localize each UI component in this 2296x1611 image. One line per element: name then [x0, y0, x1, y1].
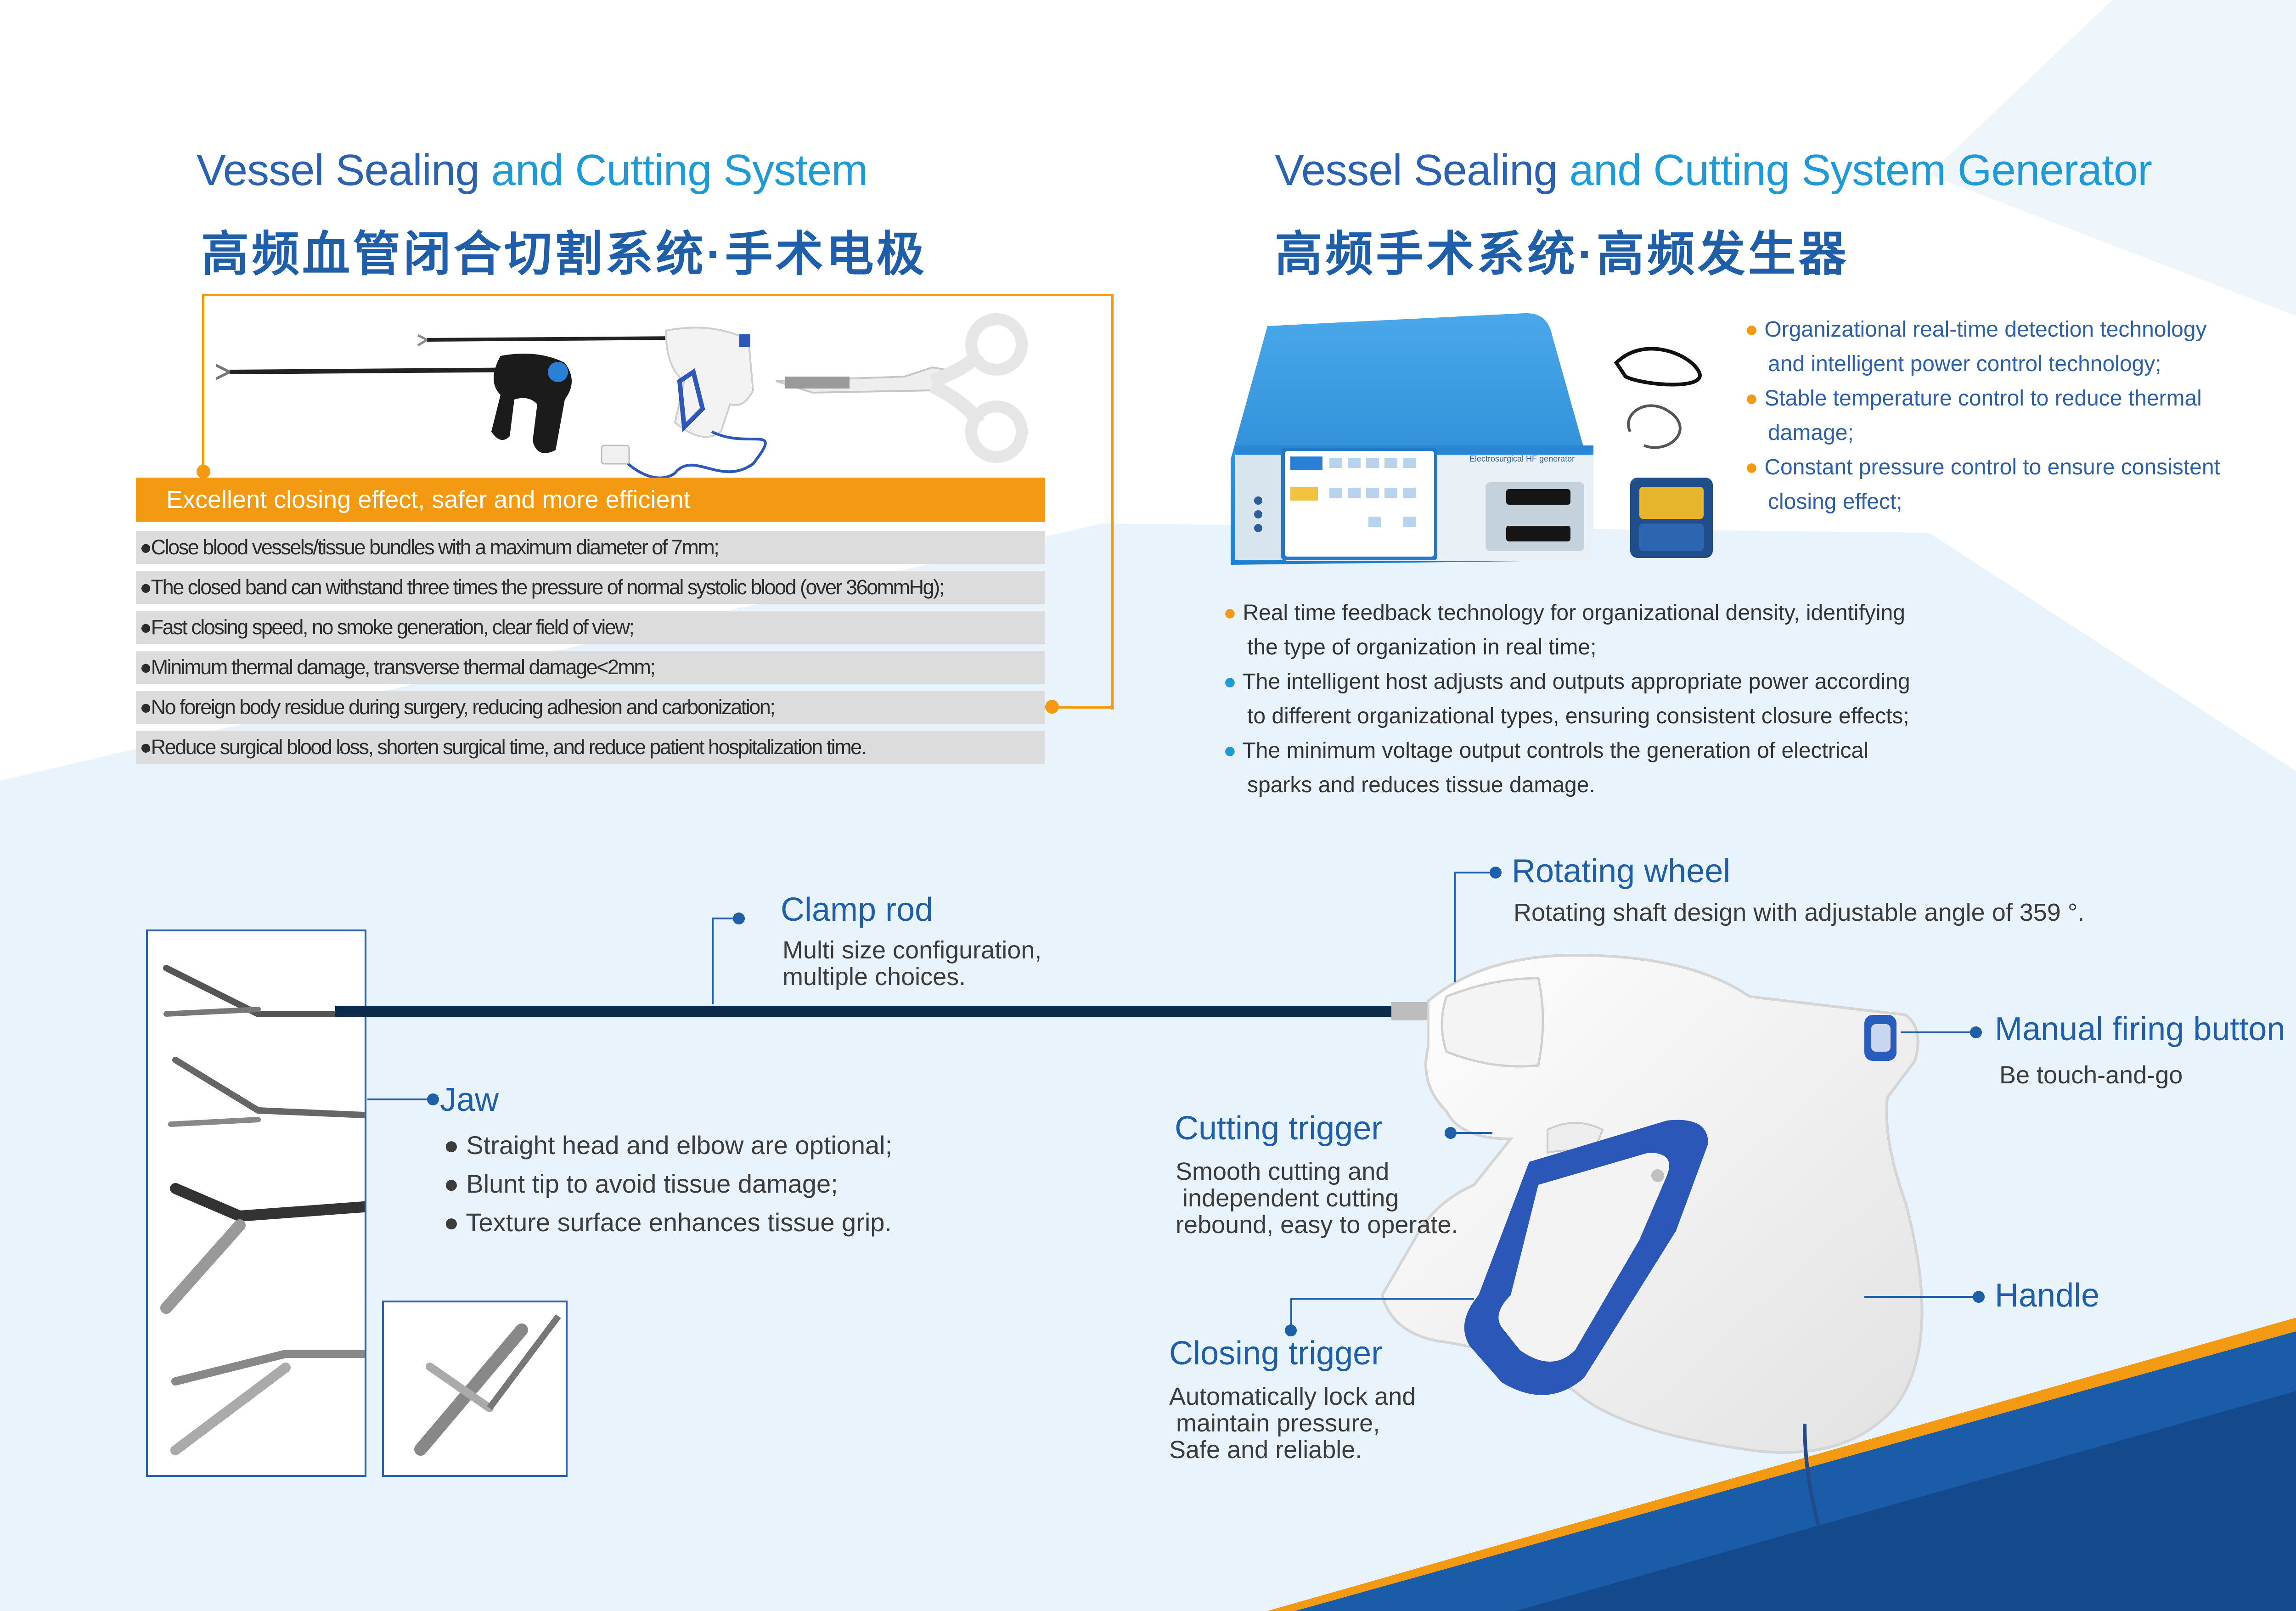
feature-banner: Excellent closing effect, safer and more… — [136, 478, 1045, 522]
instrument-product-photo — [216, 313, 1028, 479]
jaw-detail-photo — [414, 1314, 561, 1456]
clamp-rod-dot — [733, 913, 745, 924]
side-bullet: ● Organizational real-time detection tec… — [1745, 317, 2207, 342]
cutting-trigger-title: Cutting trigger — [1175, 1110, 1383, 1147]
clamp-rod-leader — [712, 918, 714, 1004]
right-title-part2: and Cutting System Generator — [1557, 146, 2152, 195]
right-title-chinese: 高频手术系统·高频发生器 — [1275, 228, 1849, 281]
feature-panel-frame — [202, 294, 1114, 710]
jaw-list-item: ● Texture surface enhances tissue grip. — [444, 1208, 892, 1237]
handle-title: Handle — [1995, 1277, 2100, 1314]
rotating-wheel-leader-h — [1454, 872, 1495, 873]
generator-panel-label: Electrosurgical HF generator — [1469, 454, 1575, 463]
feature-row: ●Close blood vessels/tissue bundles with… — [136, 531, 1045, 564]
feature-row: ●The closed band can withstand three tim… — [136, 571, 1045, 604]
main-bullet: ● Real time feedback technology for orga… — [1223, 601, 1905, 625]
left-title-chinese: 高频血管闭合切割系统·手术电极 — [201, 228, 927, 281]
feature-row: ●Reduce surgical blood loss, shorten sur… — [136, 731, 1045, 764]
manual-firing-leader — [1901, 1031, 1975, 1033]
right-title-part1: Vessel Sealing — [1275, 146, 1558, 195]
cutting-trigger-leader — [1451, 1132, 1492, 1134]
generator-main-bullets: ● Real time feedback technology for orga… — [1223, 596, 2004, 802]
main-bullet-cont: sparks and reduces tissue damage. — [1247, 773, 1595, 797]
rotating-wheel-body: Rotating shaft design with adjustable an… — [1514, 899, 2085, 926]
main-bullet: ● The intelligent host adjusts and outpu… — [1223, 670, 1910, 694]
jaw-variants-photo — [160, 965, 369, 1455]
left-title-english: Vessel Sealing and Cutting System — [197, 145, 868, 196]
decorative-swoosh-orange — [1267, 1318, 2296, 1611]
left-title-part1: Vessel Sealing — [197, 146, 480, 195]
jaw-thumbnails-frame — [146, 929, 369, 1477]
side-bullet-cont: and intelligent power control technology… — [1768, 352, 2161, 376]
generator-product-photo: Electrosurgical HF generator — [1231, 313, 1713, 565]
jaw-dot — [427, 1093, 439, 1105]
jaw-list-item: ● Blunt tip to avoid tissue damage; — [444, 1169, 838, 1198]
main-bullet-cont: the type of organization in real time; — [1247, 635, 1597, 659]
feature-row: ●Minimum thermal damage, transverse ther… — [136, 651, 1045, 684]
rotating-wheel-dot — [1490, 867, 1502, 879]
manual-firing-title: Manual firing button — [1995, 1011, 2285, 1048]
side-bullet: ● Stable temperature control to reduce t… — [1745, 386, 2202, 411]
cutting-trigger-body: Smooth cutting and independent cutting r… — [1176, 1158, 1458, 1239]
side-bullet: ● Constant pressure control to ensure co… — [1745, 455, 2220, 479]
closing-trigger-dot — [1285, 1324, 1297, 1336]
closing-trigger-leader-v — [1290, 1298, 1292, 1330]
handle-leader — [1864, 1296, 1979, 1298]
jaw-list-item: ● Straight head and elbow are optional; — [444, 1131, 893, 1160]
frame-bottom-line — [1045, 706, 1114, 709]
closing-trigger-title: Closing trigger — [1169, 1335, 1383, 1372]
manual-firing-dot — [1970, 1026, 1982, 1038]
jaw-list: ● Straight head and elbow are optional; … — [444, 1126, 892, 1242]
rotating-wheel-leader — [1454, 872, 1456, 982]
clamp-rod-title: Clamp rod — [781, 891, 934, 928]
jaw-detail-frame — [382, 1301, 568, 1477]
side-bullet-cont: closing effect; — [1768, 490, 1902, 514]
frame-left-line — [202, 294, 204, 473]
feature-row: ●Fast closing speed, no smoke generation… — [136, 611, 1045, 644]
feature-row: ●No foreign body residue during surgery,… — [136, 691, 1045, 724]
clamp-rod-leader-h — [712, 918, 737, 919]
closing-trigger-leader-h — [1290, 1298, 1474, 1300]
side-bullet-cont: damage; — [1768, 421, 1854, 445]
manual-firing-body: Be touch-and-go — [1999, 1061, 2183, 1089]
main-bullet: ● The minimum voltage output controls th… — [1223, 738, 1868, 763]
main-bullet-cont: to different organizational types, ensur… — [1247, 704, 1909, 728]
rotating-wheel-title: Rotating wheel — [1512, 853, 1731, 890]
left-title-part2: and Cutting System — [479, 146, 868, 195]
clamp-rod-body: Multi size configuration, multiple choic… — [782, 936, 1042, 991]
closing-trigger-body: Automatically lock and maintain pressure… — [1169, 1383, 1416, 1464]
generator-side-bullets: ● Organizational real-time detection tec… — [1745, 312, 2296, 519]
right-title-english: Vessel Sealing and Cutting System Genera… — [1275, 145, 2152, 196]
frame-dot-left — [197, 465, 210, 479]
main-instrument-illustration — [335, 953, 1924, 1525]
handle-dot — [1973, 1291, 1985, 1303]
jaw-title: Jaw — [440, 1082, 499, 1118]
frame-dot-right — [1045, 700, 1059, 714]
jaw-leader — [367, 1098, 432, 1100]
